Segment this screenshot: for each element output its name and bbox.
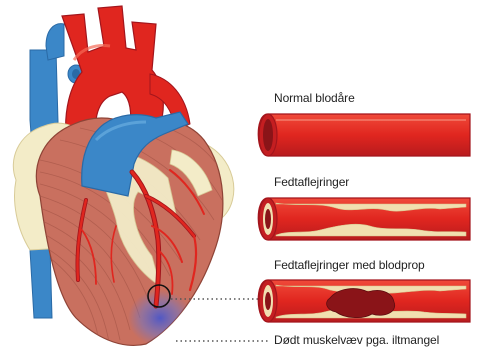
label-plaque-clot: Fedtaflejringer med blodprop <box>274 258 425 272</box>
inferior-vena-cava <box>30 246 52 318</box>
clot-artery-illustration <box>258 280 470 322</box>
label-plaque: Fedtaflejringer <box>274 175 349 189</box>
ischemic-area <box>128 290 192 346</box>
label-dead-tissue: Dødt muskelvæv pga. iltmangel <box>274 333 439 347</box>
label-normal-artery: Normal blodåre <box>274 91 355 105</box>
plaque-artery-illustration <box>258 198 470 240</box>
normal-artery-illustration <box>258 114 470 156</box>
